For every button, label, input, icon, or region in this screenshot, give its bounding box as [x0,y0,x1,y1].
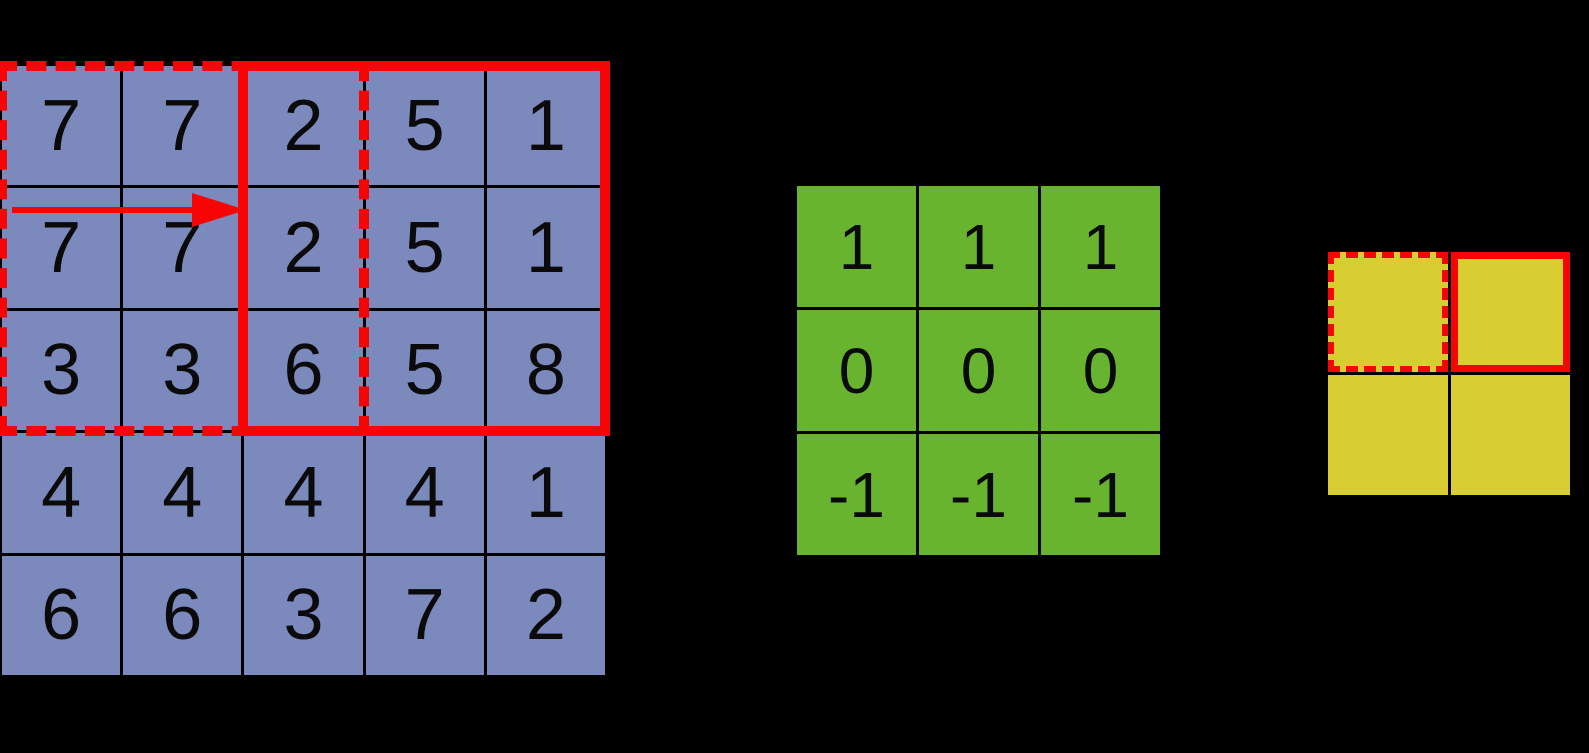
input-cell-r1c0: 7 [2,188,121,308]
kernel-cell-r0c0: 1 [797,186,916,307]
input-cell-r0c2: 2 [244,66,363,186]
input-cell-r0c3: 5 [365,66,484,186]
output-grid [1328,252,1570,495]
kernel-cell-r1c2: 0 [1041,310,1160,431]
input-cell-r0c0: 7 [2,66,121,186]
kernel-cell-r1c0: 0 [797,310,916,431]
input-cell-r3c3: 4 [365,433,484,553]
input-cell-r3c1: 4 [123,433,242,553]
input-cell-r3c0: 4 [2,433,121,553]
output-cell-r0c1 [1450,252,1570,372]
input-cell-r3c4: 1 [486,433,605,553]
kernel-cell-r2c0: -1 [797,434,916,555]
input-cell-r3c2: 4 [244,433,363,553]
input-cell-r4c2: 3 [244,555,363,675]
kernel-cell-r0c1: 1 [919,186,1038,307]
input-cell-r0c4: 1 [486,66,605,186]
input-cell-r2c2: 6 [244,310,363,431]
input-cell-r2c0: 3 [2,310,121,431]
input-cell-r4c4: 2 [486,555,605,675]
input-cell-r2c4: 8 [486,310,605,431]
input-cell-r1c2: 2 [244,188,363,308]
output-cell-r1c0 [1328,375,1448,495]
kernel-cell-r0c2: 1 [1041,186,1160,307]
input-cell-r4c0: 6 [2,555,121,675]
kernel-cell-r2c1: -1 [919,434,1038,555]
kernel-cell-r2c2: -1 [1041,434,1160,555]
input-cell-r0c1: 7 [123,66,242,186]
kernel-cell-r1c1: 0 [919,310,1038,431]
input-cell-r1c1: 7 [123,188,242,308]
input-cell-r1c4: 1 [486,188,605,308]
output-cell-r1c1 [1450,375,1570,495]
output-cell-r0c0 [1328,252,1448,372]
input-cell-r4c1: 6 [123,555,242,675]
input-cell-r4c3: 7 [365,555,484,675]
input-cell-r2c1: 3 [123,310,242,431]
input-cell-r1c3: 5 [365,188,484,308]
input-cell-r2c3: 5 [365,310,484,431]
